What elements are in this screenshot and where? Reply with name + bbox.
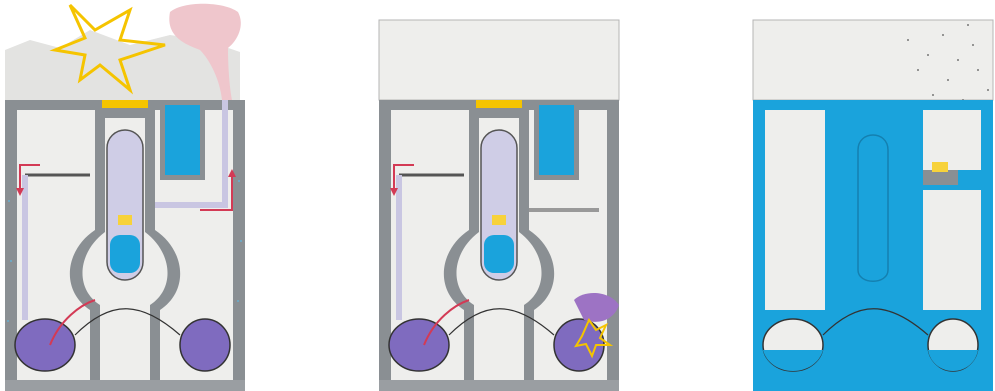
flooded-floor — [753, 380, 993, 391]
vessel-water — [110, 235, 140, 273]
reactor-diagram-explosion — [0, 0, 250, 391]
dry-area-left — [765, 110, 825, 310]
building-roof-area — [379, 20, 619, 100]
dry-area-right-top — [923, 110, 981, 170]
dry-area-right — [923, 190, 981, 310]
reactor-diagram-flooded — [748, 0, 995, 391]
fuel-core — [492, 215, 506, 225]
spent-fuel-pool-water — [165, 105, 200, 175]
reactor-diagram-torus — [374, 0, 624, 391]
shield-plug — [102, 100, 148, 108]
building-floor — [379, 380, 619, 391]
suppression-pool-left — [15, 319, 75, 371]
shield-plug — [476, 100, 522, 108]
panel-torus-damage — [374, 0, 624, 391]
vessel-water — [484, 235, 514, 273]
suppression-pool-left — [389, 319, 449, 371]
suppression-pool-right — [180, 319, 230, 371]
panel-explosion — [0, 0, 250, 391]
exposed-fuel-pool — [923, 170, 958, 185]
reactor-pressure-vessel — [858, 135, 888, 281]
fuel-core — [118, 215, 132, 225]
panel-flooded — [748, 0, 995, 391]
building-floor — [5, 380, 245, 391]
exposed-fuel-icon — [932, 162, 948, 172]
spent-fuel-pool-water — [539, 105, 574, 175]
